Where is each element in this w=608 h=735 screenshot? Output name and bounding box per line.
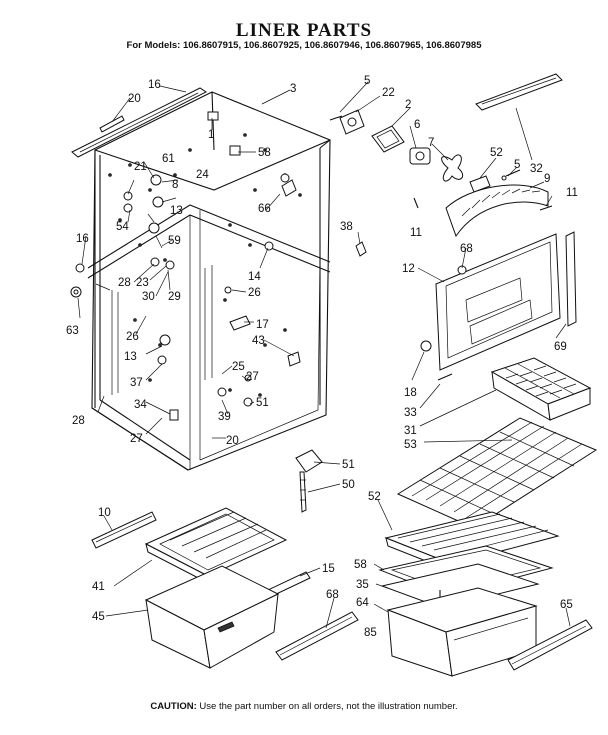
callout-7: 7 xyxy=(428,137,434,149)
callout-27-right: 27 xyxy=(246,371,259,383)
callout-12: 12 xyxy=(402,263,415,275)
callout-32: 32 xyxy=(530,163,543,175)
callout-43: 43 xyxy=(252,335,265,347)
callout-24: 24 xyxy=(196,169,209,181)
caution-note: CAUTION: Use the part number on all orde… xyxy=(0,701,608,712)
callout-61: 61 xyxy=(162,153,175,165)
small-parts xyxy=(281,179,367,257)
callout-66: 68 xyxy=(460,243,473,255)
control-panel xyxy=(420,231,577,381)
pan-assembly xyxy=(91,507,311,669)
callout-33: 33 xyxy=(404,407,417,419)
callout-68: 69 xyxy=(554,341,567,353)
callout-10: 10 xyxy=(98,507,111,519)
callout-50: 51 xyxy=(342,459,355,471)
callout-69: 68 xyxy=(326,589,339,601)
callout-65: 66 xyxy=(258,203,271,215)
callout-51: 52 xyxy=(368,491,381,503)
callout-60: 63 xyxy=(66,325,79,337)
callout-11-left: 11 xyxy=(410,227,422,239)
callout-63: 64 xyxy=(356,597,369,609)
callout-46: 51 xyxy=(256,397,269,409)
callout-34: 34 xyxy=(134,399,147,411)
callout-labels: 16 20 3 5 22 2 6 7 52 5 32 9 11 11 1 58 … xyxy=(66,75,578,639)
callout-2: 2 xyxy=(405,99,411,111)
callout-9: 9 xyxy=(544,173,550,185)
callout-19: 18 xyxy=(404,387,417,399)
callout-35: 35 xyxy=(356,579,369,591)
callout-25: 25 xyxy=(232,361,245,373)
callout-22: 22 xyxy=(382,87,395,99)
freezer-shelf xyxy=(396,417,598,529)
callout-58: 58 xyxy=(258,147,271,159)
callout-18: 20 xyxy=(226,435,239,447)
model-list: For Models: 106.8607915, 106.8607925, 10… xyxy=(126,40,482,51)
callout-28-top: 28 xyxy=(118,277,131,289)
bracket-parts xyxy=(295,449,323,513)
callout-29: 29 xyxy=(168,291,181,303)
trim-parts xyxy=(70,87,207,298)
callout-64: 65 xyxy=(560,599,573,611)
callout-21: 21 xyxy=(134,161,147,173)
callout-1: 1 xyxy=(208,129,214,141)
callout-26-right: 26 xyxy=(248,287,261,299)
callout-49: 50 xyxy=(342,479,355,491)
caution-label: CAUTION: xyxy=(150,701,197,712)
callout-13-bottom: 13 xyxy=(124,351,137,363)
callout-15: 15 xyxy=(322,563,335,575)
callout-53: 58 xyxy=(354,559,367,571)
callout-37: 37 xyxy=(130,377,143,389)
ice-tray xyxy=(490,357,592,421)
callout-5-right: 5 xyxy=(514,159,520,171)
crisper-cover xyxy=(378,545,554,609)
callout-28-bottom: 28 xyxy=(72,415,85,427)
callout-17: 17 xyxy=(256,319,269,331)
refrigerator-liner xyxy=(87,91,331,471)
callout-20: 20 xyxy=(128,93,141,105)
callout-59: 59 xyxy=(168,235,181,247)
callout-27-bottom: 27 xyxy=(130,433,143,445)
caution-text: Use the part number on all orders, not t… xyxy=(199,701,458,712)
callout-85: 85 xyxy=(364,627,377,639)
callout-48: 52 xyxy=(490,147,503,159)
page-title: LINER PARTS xyxy=(235,20,373,41)
callout-4: 16 xyxy=(148,79,161,91)
callout-8: 8 xyxy=(172,179,178,191)
callout-54: 54 xyxy=(116,221,129,233)
callout-38: 38 xyxy=(340,221,353,233)
callout-26-left: 26 xyxy=(126,331,139,343)
callout-31: 31 xyxy=(404,425,417,437)
callout-39: 39 xyxy=(218,411,231,423)
callout-3: 3 xyxy=(290,83,296,95)
callout-13-top: 13 xyxy=(170,205,183,217)
callout-16: 16 xyxy=(76,233,89,245)
callout-11-right: 11 xyxy=(566,187,578,199)
callout-23: 23 xyxy=(136,277,149,289)
crisper-drawer xyxy=(386,587,538,677)
callout-14: 14 xyxy=(248,271,261,283)
callout-5-top: 5 xyxy=(364,75,370,87)
callout-30: 30 xyxy=(142,291,155,303)
fan-assembly xyxy=(329,73,563,238)
callout-45: 45 xyxy=(92,611,105,623)
leader-lines xyxy=(77,81,571,629)
callout-41: 41 xyxy=(92,581,105,593)
callout-52: 53 xyxy=(404,439,417,451)
callout-6: 6 xyxy=(414,119,420,131)
